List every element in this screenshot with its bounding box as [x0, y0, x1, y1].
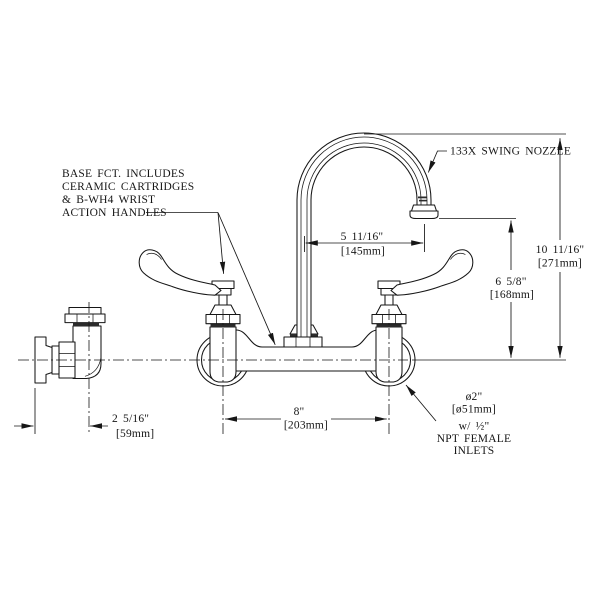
dim-mm: [145mm]: [341, 246, 385, 258]
gooseneck-bore-line-1: [300, 136, 428, 337]
dim-inches: 6 5/8": [495, 276, 526, 288]
nozzle-label: 133X SWING NOZZLE: [450, 146, 571, 158]
base-note-line-1: BASE FCT. INCLUDES: [62, 168, 185, 180]
elbow-cap-seam: [73, 322, 99, 327]
gooseneck-spout: [296, 132, 439, 338]
inlet-note-line-3: w/ ½": [459, 421, 490, 433]
base-note-line-2: CERAMIC CARTRIDGES: [62, 181, 194, 193]
left-wrist-handle: [138, 249, 222, 296]
valve-washer: [376, 323, 402, 328]
base-note: BASE FCT. INCLUDES CERAMIC CARTRIDGES & …: [62, 168, 194, 219]
spout-base-hex: [283, 336, 323, 348]
leader-nozzle: [427, 150, 447, 173]
dim-mm: [59mm]: [116, 428, 154, 440]
inlet-note: ø2" [ø51mm] w/ ½" NPT FEMALE INLETS: [437, 391, 511, 457]
inlet-note-line-1: ø2": [466, 391, 483, 403]
base-note-line-4: ACTION HANDLES: [62, 207, 167, 219]
inlet-note-line-4: NPT FEMALE: [437, 433, 511, 445]
dim-inches: 8": [294, 406, 305, 418]
union-hex-facets: [59, 353, 75, 367]
supply-elbow: [34, 306, 106, 384]
dim-text-overall-height: 10 11/16" [271mm]: [536, 244, 585, 270]
elbow-cap-plate: [68, 306, 102, 315]
valve-stem: [384, 293, 394, 306]
dim-text-outlet-height: 6 5/8" [168mm]: [490, 276, 534, 301]
dim-mm: [271mm]: [538, 258, 582, 270]
elbow-body: [72, 325, 102, 380]
valve-hex-facets: [382, 314, 396, 324]
dim-text-spout-reach: 5 11/16" [145mm]: [341, 231, 385, 258]
leader-base-to-handle: [217, 212, 226, 274]
base-note-line-3: & B-WH4 WRIST: [62, 194, 155, 206]
dim-text-faucet-centers: 8" [203mm]: [284, 406, 328, 432]
spout-joint-mark-1: [418, 196, 427, 199]
spout-tip-flare: [410, 204, 438, 212]
spout-joint-mark-2: [419, 199, 427, 202]
dim-inches: 2 5/16": [112, 413, 149, 425]
inlet-note-line-5: INLETS: [454, 445, 495, 457]
wrist-blade: [390, 249, 474, 296]
dim-inches: 5 11/16": [341, 231, 384, 243]
dim-mm: [168mm]: [490, 289, 534, 301]
gooseneck-bore-line-2: [306, 142, 422, 337]
leader-base-to-body: [217, 212, 276, 345]
elbow-cap-hex: [64, 313, 106, 324]
gooseneck-tube: [296, 132, 432, 338]
spout-outlet-cap: [409, 210, 439, 220]
wrist-blade-detail: [450, 252, 466, 260]
dim-inches: 10 11/16": [536, 244, 585, 256]
inlet-note-line-2: [ø51mm]: [452, 404, 496, 416]
dim-mm: [203mm]: [284, 420, 328, 432]
leader-inlet-note: [405, 384, 437, 422]
dim-text-inlet-offset: 2 5/16" [59mm]: [112, 413, 154, 440]
spout-base-hex-facets: [295, 337, 311, 347]
elbow-cap-facets: [76, 314, 94, 323]
right-wrist-handle: [390, 249, 474, 296]
